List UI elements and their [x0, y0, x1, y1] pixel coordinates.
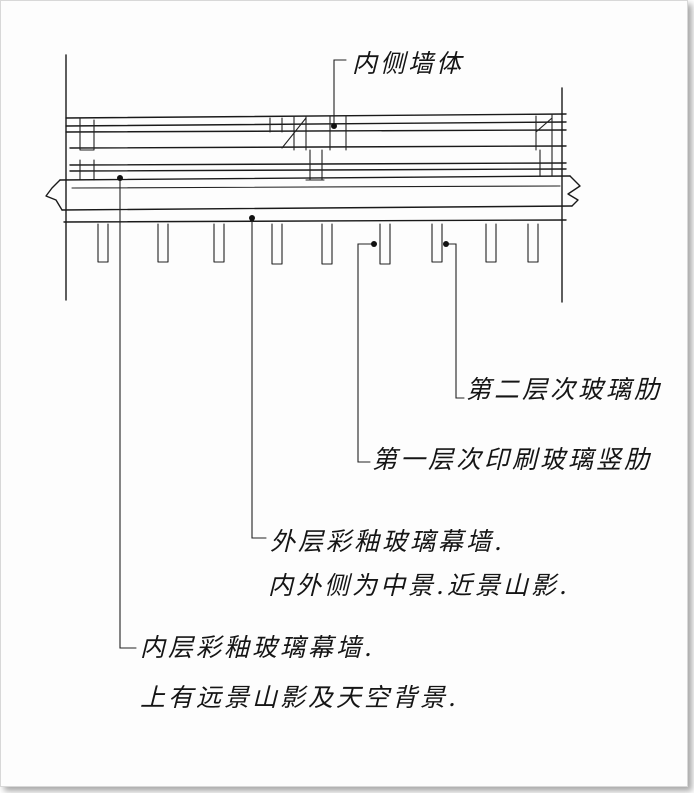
post-center	[305, 149, 325, 181]
label-inner-layer-line1: 内层彩釉玻璃幕墙.	[140, 633, 375, 662]
glass-ribs	[97, 223, 539, 265]
bracket-center-b	[329, 115, 347, 151]
leader-dot-outer-wall	[249, 215, 255, 221]
leader-outer-wall	[251, 217, 267, 539]
leader-dot-second-rib	[443, 241, 449, 247]
bracket-left	[79, 117, 95, 151]
leader-inner-wall	[333, 59, 347, 127]
leader-dot-inner-layer	[117, 175, 123, 181]
wall-line-5	[69, 162, 567, 166]
bracket-right	[535, 113, 553, 151]
wall-line-4	[69, 145, 567, 149]
leader-second-rib	[445, 243, 465, 399]
leader-inner-layer	[119, 177, 137, 649]
wall-line-6	[69, 168, 567, 172]
wall-line-3	[65, 129, 567, 133]
label-outer-wall-line2: 内外侧为中景.近景山影.	[268, 571, 570, 600]
leader-first-rib	[357, 243, 375, 463]
label-outer-wall-line1: 外层彩釉玻璃幕墙.	[270, 527, 505, 556]
label-inner-layer-line2: 上有远景山影及天空背景.	[140, 683, 459, 712]
leader-dot-inner-wall	[331, 123, 337, 129]
wall-line-2	[65, 121, 567, 127]
slab-break-left	[45, 179, 63, 211]
leader-dot-first-rib	[371, 241, 377, 247]
label-first-layer-rib: 第一层次印刷玻璃竖肋	[372, 445, 653, 474]
bracket-mid-left	[269, 117, 283, 133]
slab-top-line	[59, 175, 571, 181]
slab-inner-line	[71, 185, 561, 189]
post-right	[539, 149, 553, 177]
wall-line-1	[65, 113, 567, 119]
slab-bottom-line	[61, 205, 573, 211]
slab-break-right	[567, 175, 581, 207]
mullion-base-line	[63, 219, 567, 223]
label-second-layer-rib: 第二层次玻璃肋	[466, 375, 663, 404]
label-inner-wall: 内侧墙体	[352, 49, 465, 78]
post-left	[79, 159, 95, 181]
bracket-diagonal-a	[281, 117, 307, 149]
